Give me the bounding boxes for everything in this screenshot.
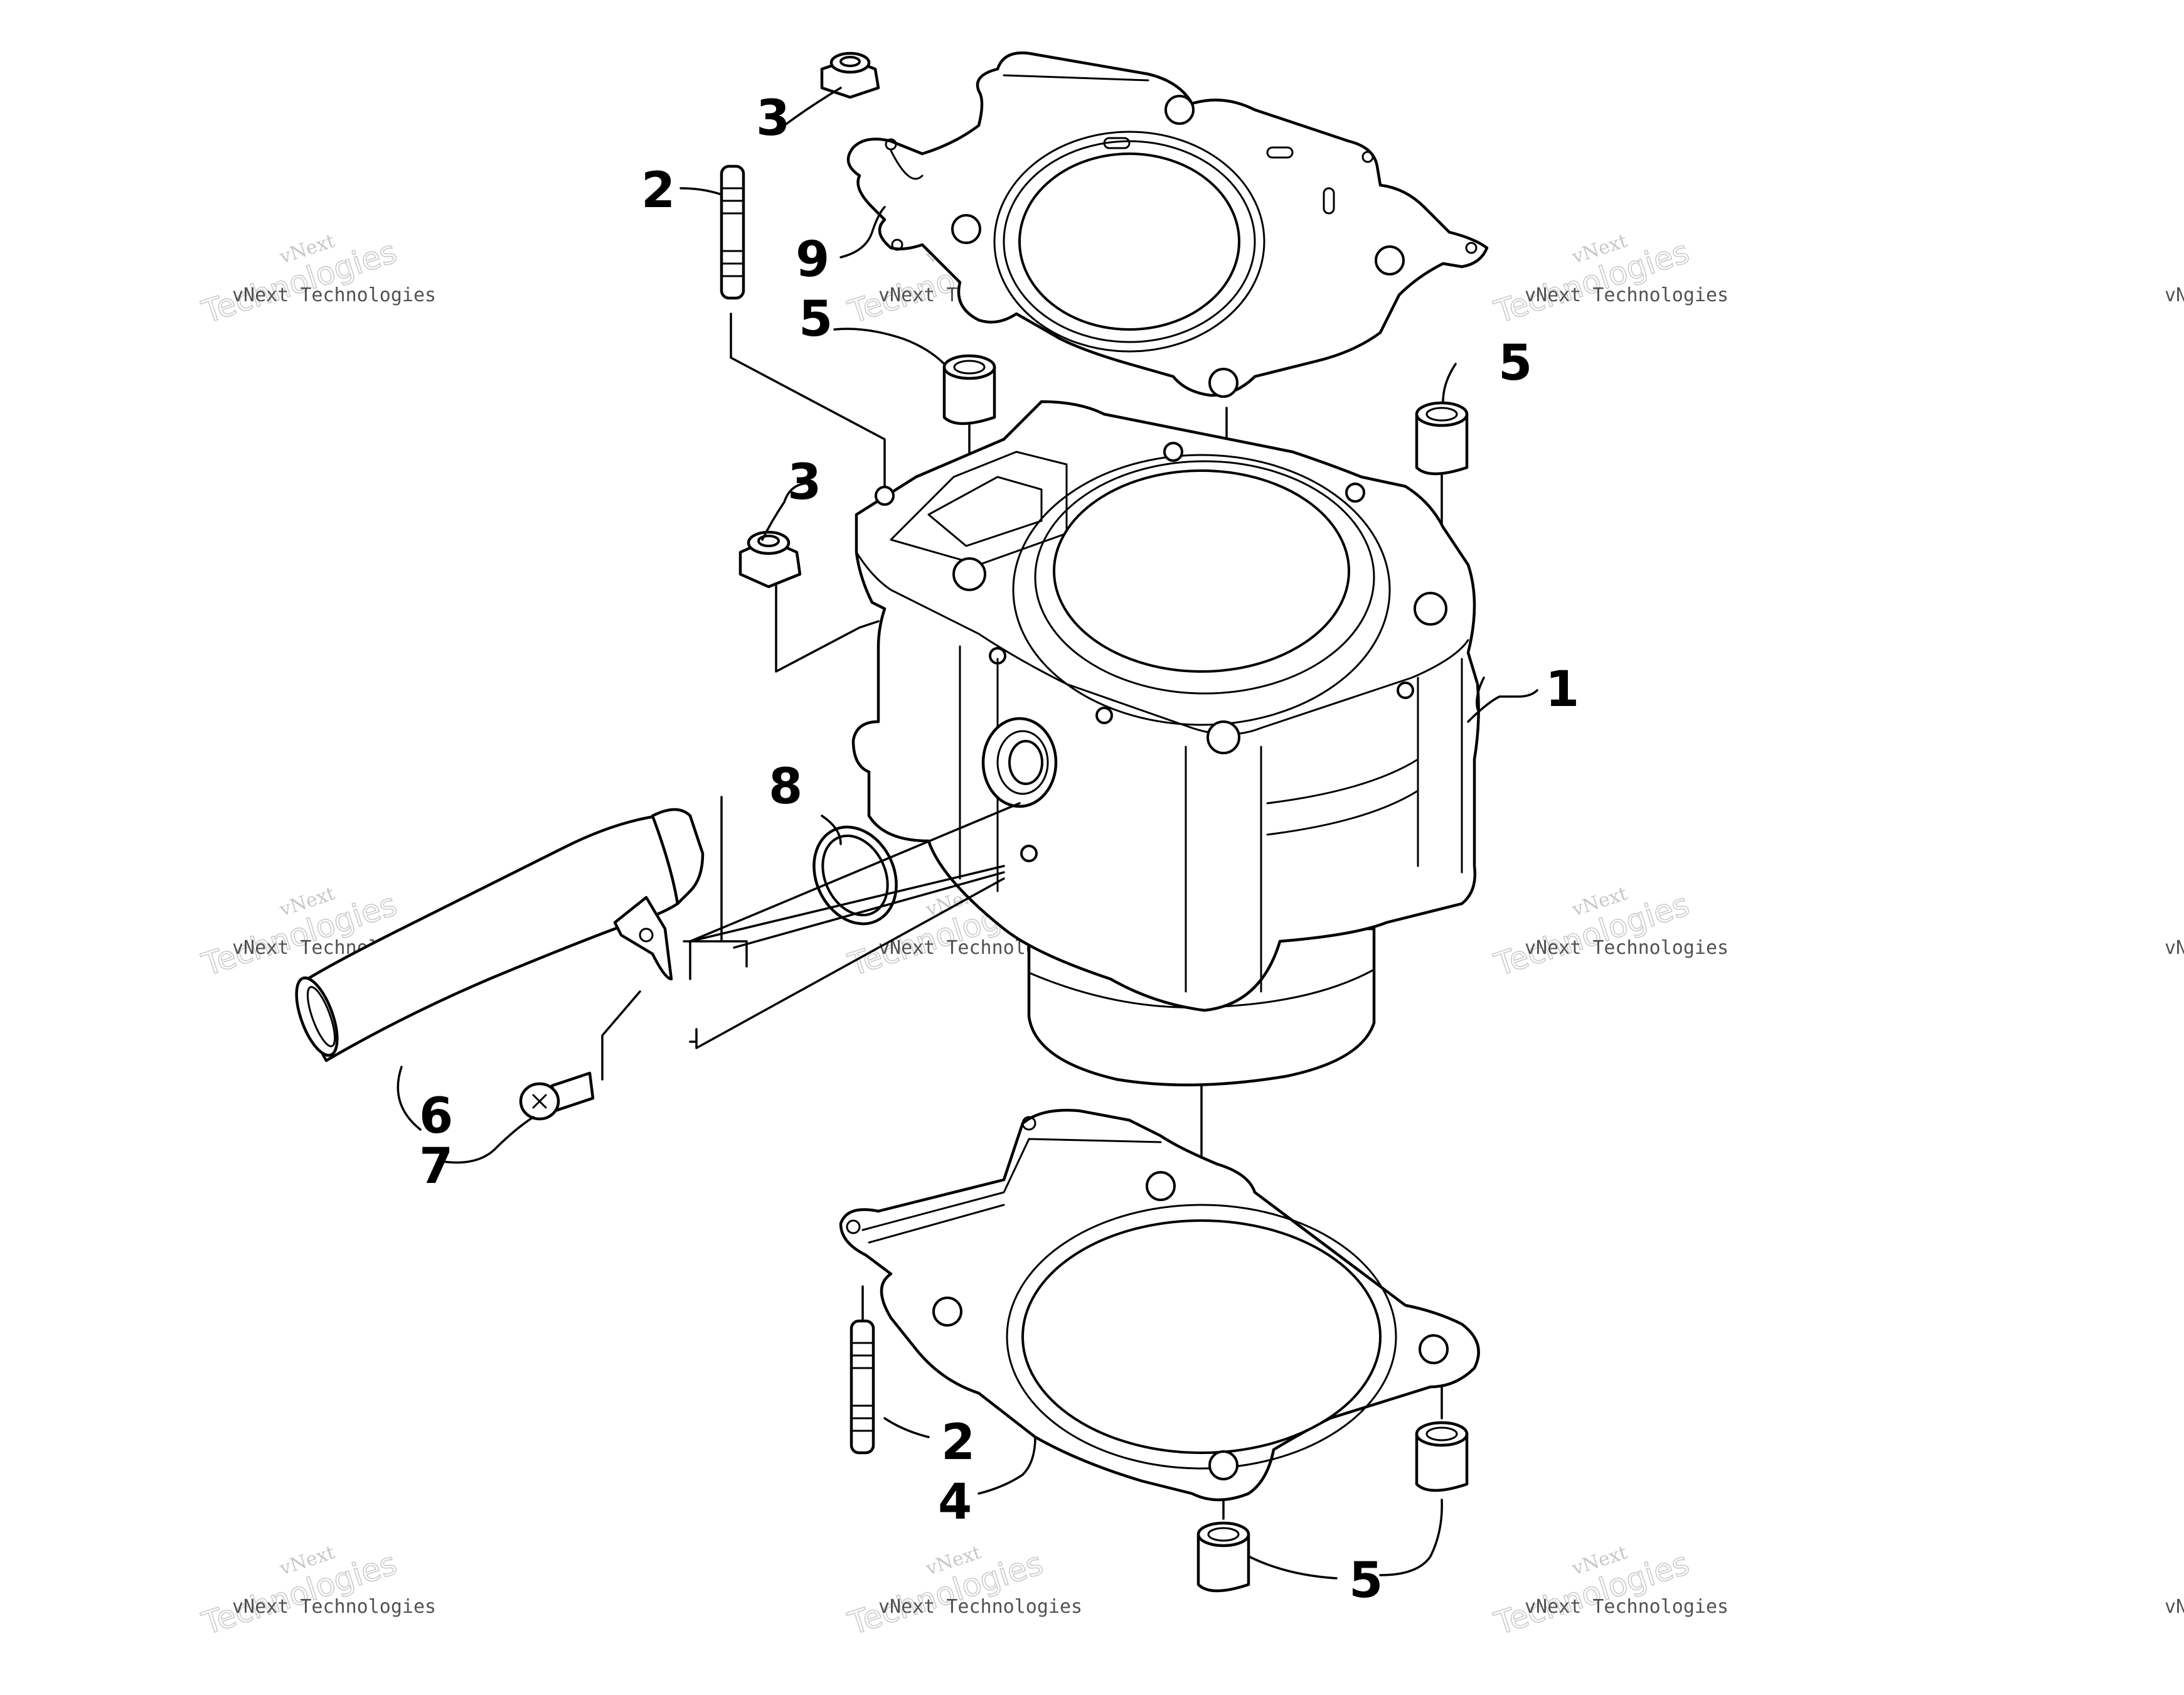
dowel-pin [1415, 401, 1469, 476]
watermark-edge: vNext Technologies [2165, 937, 2184, 959]
stud-top [720, 164, 745, 300]
callout-5: 5 [1498, 335, 1532, 392]
dowel-pin [1415, 1421, 1469, 1492]
cylinder [851, 400, 1480, 1087]
coolant-tube [295, 808, 705, 1062]
callout-3: 3 [756, 90, 790, 147]
base-gasket [839, 1108, 1480, 1502]
callout-9: 9 [796, 232, 829, 288]
watermark: vNext Technologies vNext Technologies [1489, 230, 1729, 331]
stud-bottom [850, 1319, 875, 1455]
nut-mid [738, 530, 802, 589]
svg-text:vNext Technologies: vNext Technologies [878, 1596, 1082, 1618]
o-ring [812, 825, 898, 926]
callout-7: 7 [419, 1138, 453, 1195]
callout-3: 3 [787, 454, 821, 511]
svg-text:vNext Technologies: vNext Technologies [1525, 284, 1729, 306]
svg-text:vNext Technologies: vNext Technologies [1525, 937, 1729, 959]
svg-text:vNext Technologies: vNext Technologies [232, 1596, 436, 1618]
watermark: vNext Technologies vNext Technologies [843, 1542, 1082, 1643]
watermark-edge: vNext Technologies [2165, 1596, 2184, 1618]
callout-1: 1 [1545, 661, 1579, 718]
callouts: 1 2 2 3 3 4 5 5 5 6 7 8 9 [419, 90, 1579, 1609]
callout-8: 8 [769, 759, 802, 815]
svg-text:vNext Technologies: vNext Technologies [1525, 1596, 1729, 1618]
svg-text:vNext Technologies: vNext Technologies [232, 284, 436, 306]
dowel-pin [942, 354, 996, 425]
head-gasket [846, 51, 1489, 398]
callout-6: 6 [419, 1088, 453, 1145]
callout-5: 5 [1349, 1553, 1383, 1609]
watermark-edge: vNext Technologies [2165, 284, 2184, 306]
watermark: vNext Technologies vNext Technologies [197, 1542, 436, 1643]
watermark: vNext Technologies vNext Technologies [197, 230, 436, 331]
leader-lines [397, 87, 1538, 1580]
watermark: vNext Technologies vNext Technologies [1489, 883, 1729, 984]
watermark: vNext Technologies vNext Technologies [1489, 1542, 1729, 1643]
callout-5: 5 [799, 291, 833, 348]
callout-2: 2 [941, 1414, 975, 1471]
screw [519, 1071, 595, 1121]
callout-2: 2 [641, 163, 675, 219]
nut-top [820, 51, 880, 99]
dowel-pin [1196, 1521, 1250, 1593]
callout-4: 4 [938, 1474, 972, 1531]
